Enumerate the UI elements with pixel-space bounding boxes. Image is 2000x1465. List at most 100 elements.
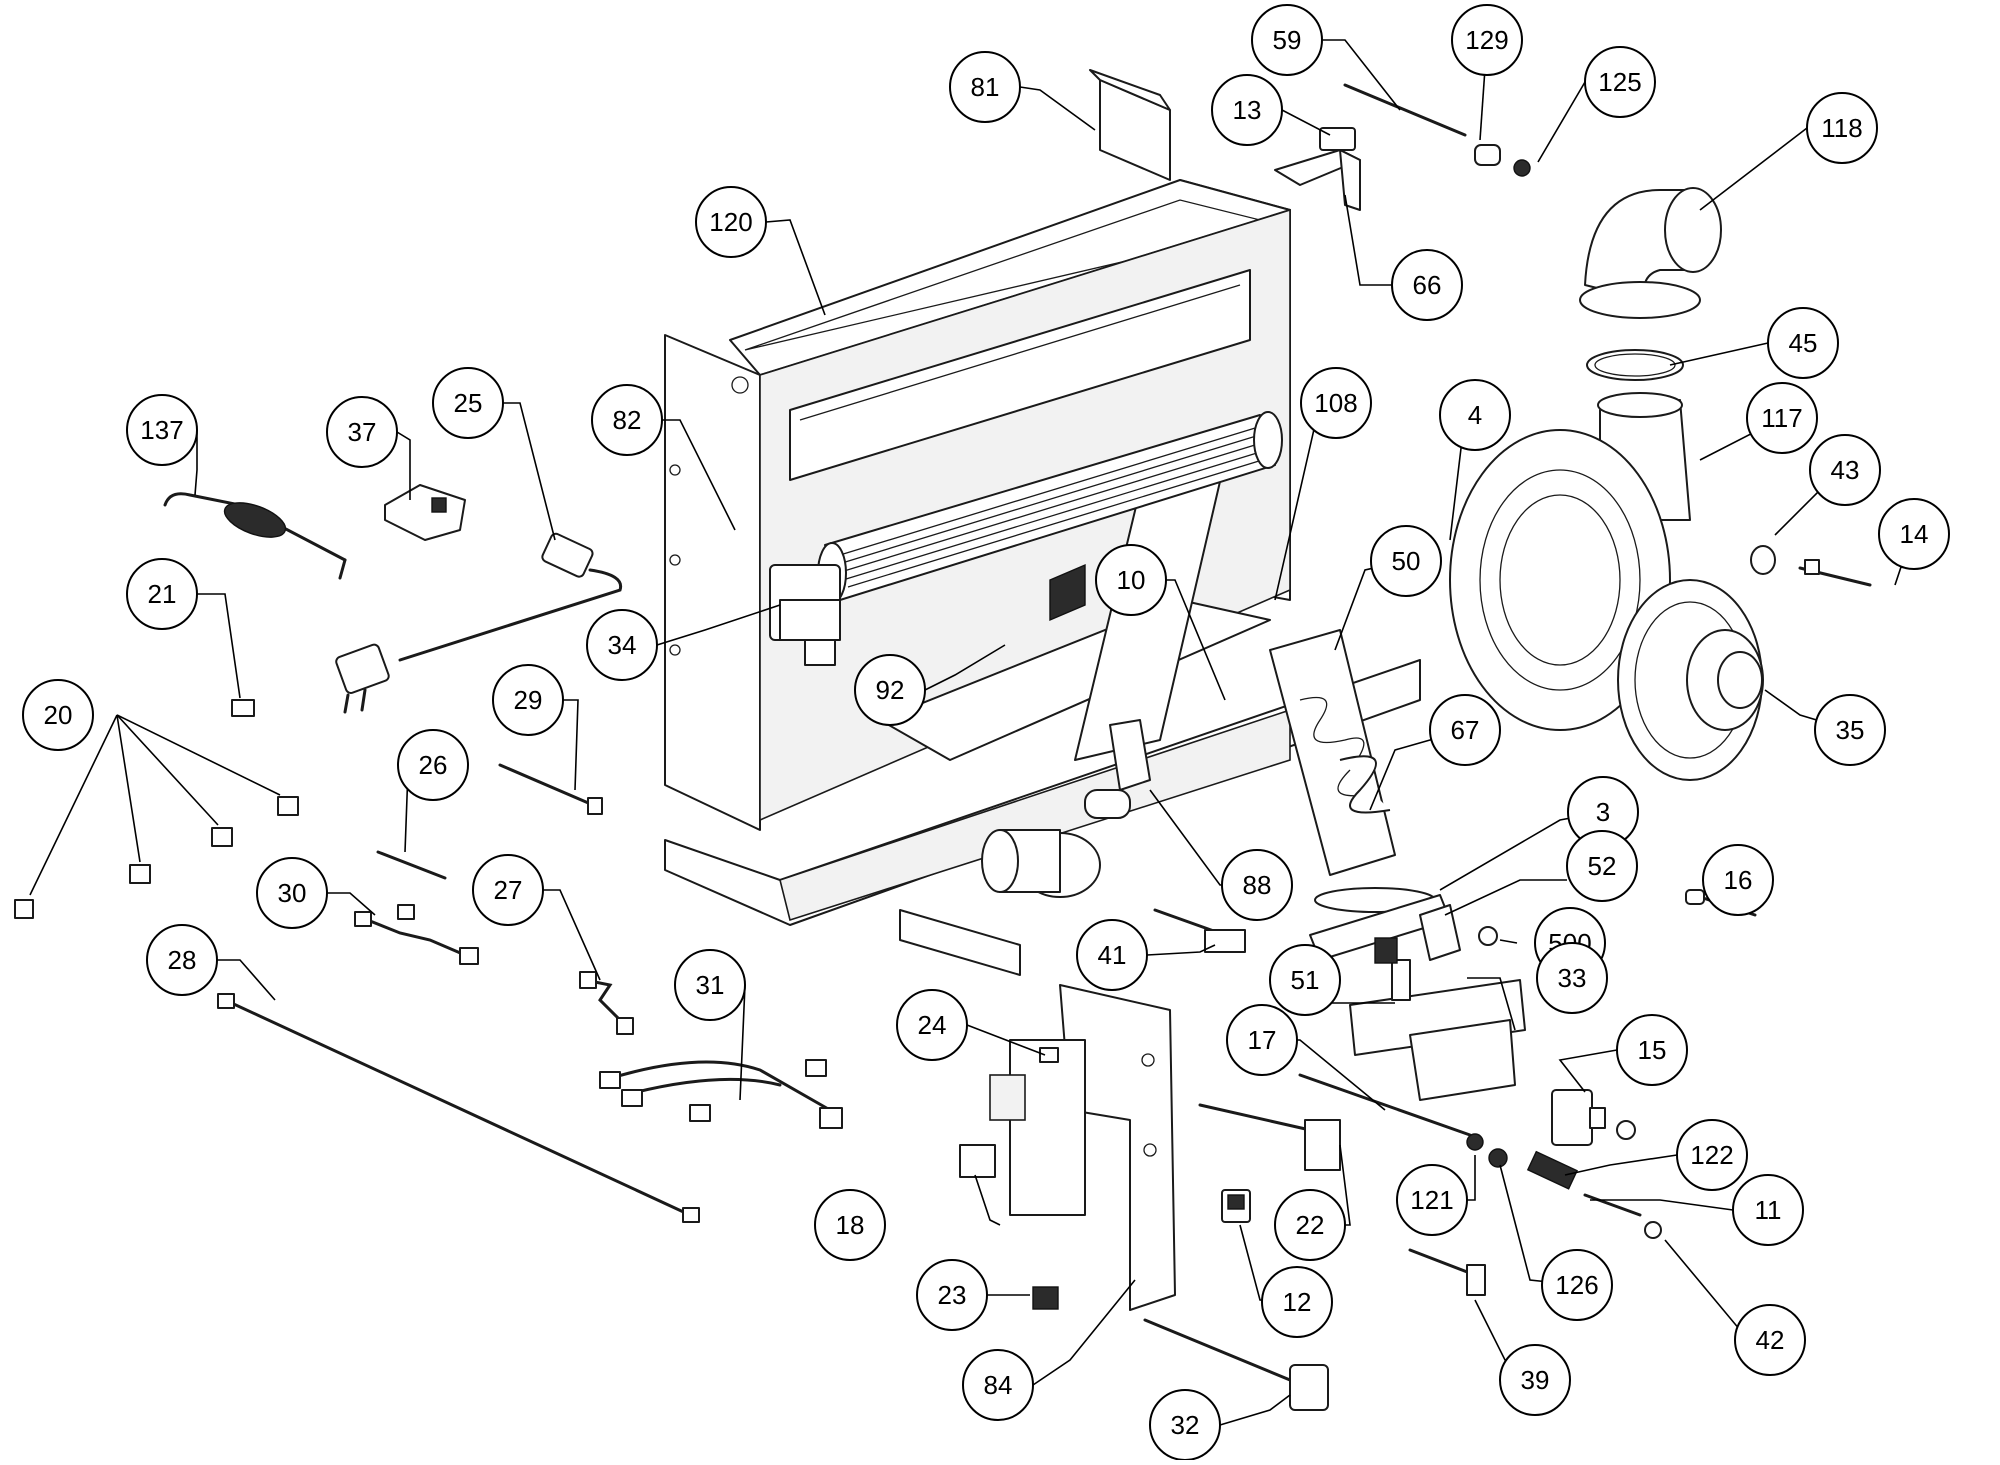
svg-text:52: 52 xyxy=(1588,851,1617,881)
svg-text:30: 30 xyxy=(278,878,307,908)
svg-text:31: 31 xyxy=(696,970,725,1000)
igniter-assembly xyxy=(1298,1073,1662,1239)
svg-text:37: 37 xyxy=(348,417,377,447)
callout-14: 14 xyxy=(1878,498,1950,570)
fan-motor xyxy=(769,564,841,666)
svg-text:33: 33 xyxy=(1558,963,1587,993)
svg-text:12: 12 xyxy=(1283,1287,1312,1317)
svg-text:122: 122 xyxy=(1690,1140,1733,1170)
burner-housing xyxy=(1449,392,1691,731)
callout-24: 24 xyxy=(896,989,968,1061)
callout-122: 122 xyxy=(1676,1119,1748,1191)
callout-42: 42 xyxy=(1734,1304,1806,1376)
svg-text:15: 15 xyxy=(1638,1035,1667,1065)
svg-text:18: 18 xyxy=(836,1210,865,1240)
power-socket xyxy=(1143,1318,1329,1411)
callout-50: 50 xyxy=(1370,525,1442,597)
svg-text:137: 137 xyxy=(140,415,183,445)
svg-text:125: 125 xyxy=(1598,67,1641,97)
callout-37: 37 xyxy=(326,396,398,468)
cable-26 xyxy=(376,850,447,880)
control-board xyxy=(989,984,1176,1311)
callout-13: 13 xyxy=(1211,74,1283,146)
callout-129: 129 xyxy=(1451,4,1523,76)
callout-17: 17 xyxy=(1226,1004,1298,1076)
callout-16: 16 xyxy=(1702,844,1774,916)
svg-text:41: 41 xyxy=(1098,940,1127,970)
callout-59: 59 xyxy=(1251,4,1323,76)
callout-29: 29 xyxy=(492,664,564,736)
callout-137: 137 xyxy=(126,394,198,466)
auger-housing xyxy=(1269,629,1396,876)
support-plate xyxy=(1309,894,1461,961)
svg-text:14: 14 xyxy=(1900,519,1929,549)
gas-valve-knob xyxy=(1153,908,1246,953)
callout-67: 67 xyxy=(1429,694,1501,766)
bottom-cylinder xyxy=(981,829,1101,898)
callout-118: 118 xyxy=(1806,92,1878,164)
svg-text:108: 108 xyxy=(1314,388,1357,418)
callout-41: 41 xyxy=(1076,919,1148,991)
svg-text:45: 45 xyxy=(1789,328,1818,358)
svg-text:82: 82 xyxy=(613,405,642,435)
cover-plate xyxy=(1089,69,1171,181)
callout-117: 117 xyxy=(1746,382,1818,454)
svg-text:117: 117 xyxy=(1761,403,1802,433)
svg-text:32: 32 xyxy=(1171,1410,1200,1440)
callout-121: 121 xyxy=(1396,1164,1468,1236)
callout-23: 23 xyxy=(916,1259,988,1331)
svg-text:29: 29 xyxy=(514,685,543,715)
terminal-connectors xyxy=(14,796,299,919)
callout-22: 22 xyxy=(1274,1189,1346,1261)
svg-text:26: 26 xyxy=(419,750,448,780)
callout-45: 45 xyxy=(1767,307,1839,379)
callout-10: 10 xyxy=(1095,544,1167,616)
callout-26: 26 xyxy=(397,729,469,801)
cable-30 xyxy=(354,904,479,965)
fan-unit xyxy=(1617,579,1764,781)
svg-text:13: 13 xyxy=(1233,95,1262,125)
callout-20: 20 xyxy=(22,679,94,751)
callout-92: 92 xyxy=(854,654,926,726)
svg-text:120: 120 xyxy=(709,207,752,237)
washer xyxy=(1750,545,1776,575)
callout-4: 4 xyxy=(1439,379,1511,451)
rocker-switch xyxy=(1221,1189,1251,1223)
callout-25: 25 xyxy=(432,367,504,439)
svg-text:27: 27 xyxy=(494,875,523,905)
callout-82: 82 xyxy=(591,384,663,456)
micro-switch xyxy=(1319,127,1356,151)
callout-125: 125 xyxy=(1584,46,1656,118)
callout-34: 34 xyxy=(586,609,658,681)
callout-11: 11 xyxy=(1732,1174,1804,1246)
svg-text:22: 22 xyxy=(1296,1210,1325,1240)
coupling xyxy=(1374,937,1398,964)
svg-text:42: 42 xyxy=(1756,1325,1785,1355)
svg-text:129: 129 xyxy=(1465,25,1508,55)
connector-21 xyxy=(231,699,255,717)
wiring-harness xyxy=(599,1059,843,1129)
callout-52: 52 xyxy=(1566,830,1638,902)
svg-text:126: 126 xyxy=(1555,1270,1598,1300)
callout-51: 51 xyxy=(1269,944,1341,1016)
svg-text:16: 16 xyxy=(1724,865,1753,895)
callout-126: 126 xyxy=(1541,1249,1613,1321)
svg-text:118: 118 xyxy=(1821,113,1862,143)
svg-text:92: 92 xyxy=(876,675,905,705)
svg-text:35: 35 xyxy=(1836,715,1865,745)
svg-text:11: 11 xyxy=(1755,1195,1782,1225)
callout-21: 21 xyxy=(126,558,198,630)
callout-39: 39 xyxy=(1499,1344,1571,1416)
remote-control xyxy=(384,484,466,541)
thermocouple xyxy=(1408,1248,1486,1296)
gear-motor xyxy=(1349,959,1526,1101)
callout-108: 108 xyxy=(1300,367,1372,439)
svg-text:4: 4 xyxy=(1468,400,1482,430)
cable-28 xyxy=(217,993,700,1223)
card-bracket xyxy=(959,1144,996,1178)
valve-fitting xyxy=(1084,789,1131,819)
thermostat-switch xyxy=(1551,1089,1636,1146)
ball xyxy=(1478,926,1498,946)
callout-66: 66 xyxy=(1391,249,1463,321)
